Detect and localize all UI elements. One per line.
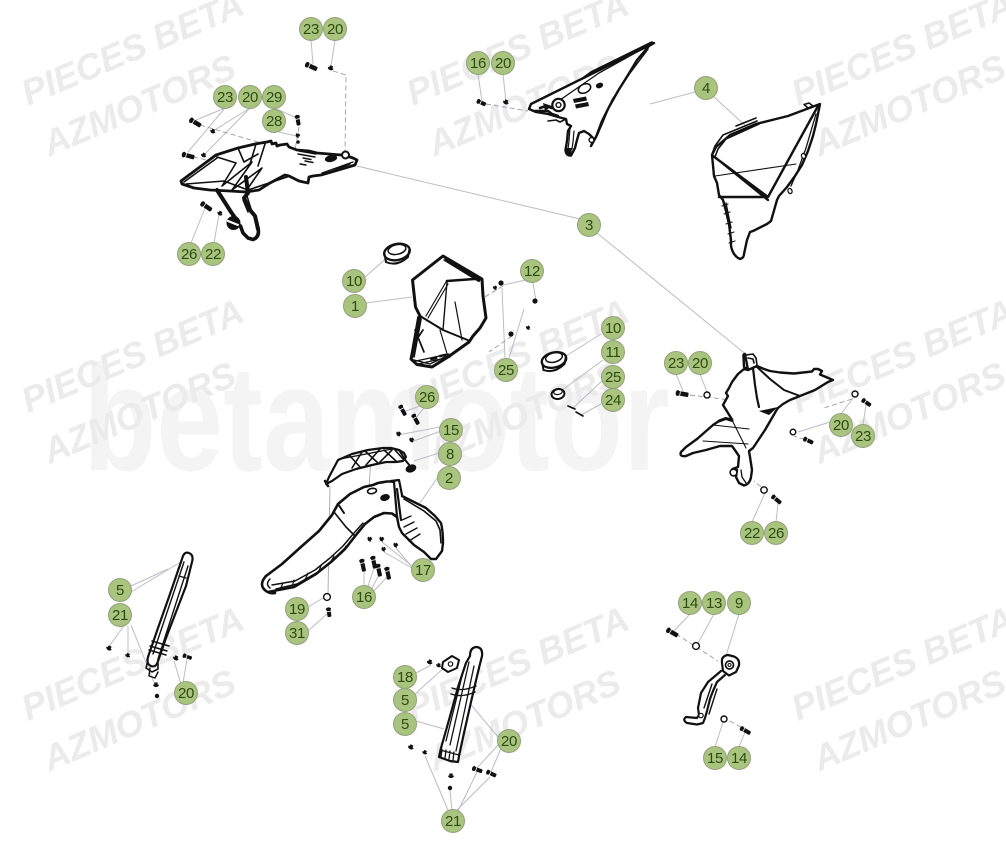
svg-text:22: 22	[744, 525, 760, 542]
svg-text:10: 10	[346, 273, 362, 290]
svg-text:14: 14	[682, 595, 698, 612]
svg-text:5: 5	[401, 716, 409, 733]
svg-text:2: 2	[445, 470, 453, 487]
svg-text:20: 20	[692, 355, 708, 372]
svg-text:19: 19	[289, 601, 305, 618]
svg-text:4: 4	[702, 80, 710, 97]
svg-text:17: 17	[415, 562, 431, 579]
svg-text:24: 24	[605, 392, 621, 409]
svg-text:11: 11	[606, 344, 621, 361]
svg-text:26: 26	[419, 389, 435, 406]
svg-text:13: 13	[706, 595, 722, 612]
svg-text:betamotor: betamotor	[83, 334, 670, 502]
svg-text:20: 20	[495, 55, 511, 72]
svg-text:28: 28	[266, 113, 282, 130]
svg-text:26: 26	[181, 246, 197, 263]
svg-text:20: 20	[242, 89, 258, 106]
svg-text:3: 3	[585, 217, 593, 234]
svg-text:8: 8	[446, 446, 454, 463]
svg-text:5: 5	[401, 692, 409, 709]
svg-text:23: 23	[668, 355, 684, 372]
svg-text:15: 15	[707, 750, 723, 767]
svg-text:16: 16	[470, 55, 486, 72]
svg-text:31: 31	[289, 625, 305, 642]
svg-text:16: 16	[356, 589, 372, 606]
svg-text:10: 10	[605, 320, 621, 337]
svg-text:26: 26	[768, 525, 784, 542]
svg-text:20: 20	[833, 417, 849, 434]
svg-text:21: 21	[445, 813, 461, 830]
svg-text:15: 15	[443, 422, 459, 439]
svg-text:20: 20	[327, 21, 343, 38]
svg-text:21: 21	[112, 607, 128, 624]
svg-text:14: 14	[731, 750, 747, 767]
svg-text:1: 1	[351, 298, 359, 315]
svg-text:22: 22	[205, 246, 221, 263]
svg-text:23: 23	[303, 21, 319, 38]
svg-text:23: 23	[855, 428, 871, 445]
svg-text:20: 20	[501, 733, 517, 750]
svg-text:18: 18	[397, 669, 413, 686]
svg-text:12: 12	[524, 263, 540, 280]
svg-text:25: 25	[498, 362, 514, 379]
svg-text:25: 25	[605, 369, 621, 386]
svg-text:23: 23	[217, 89, 233, 106]
svg-text:29: 29	[266, 89, 282, 106]
svg-text:20: 20	[178, 685, 194, 702]
svg-text:9: 9	[735, 595, 743, 612]
svg-text:5: 5	[116, 582, 124, 599]
